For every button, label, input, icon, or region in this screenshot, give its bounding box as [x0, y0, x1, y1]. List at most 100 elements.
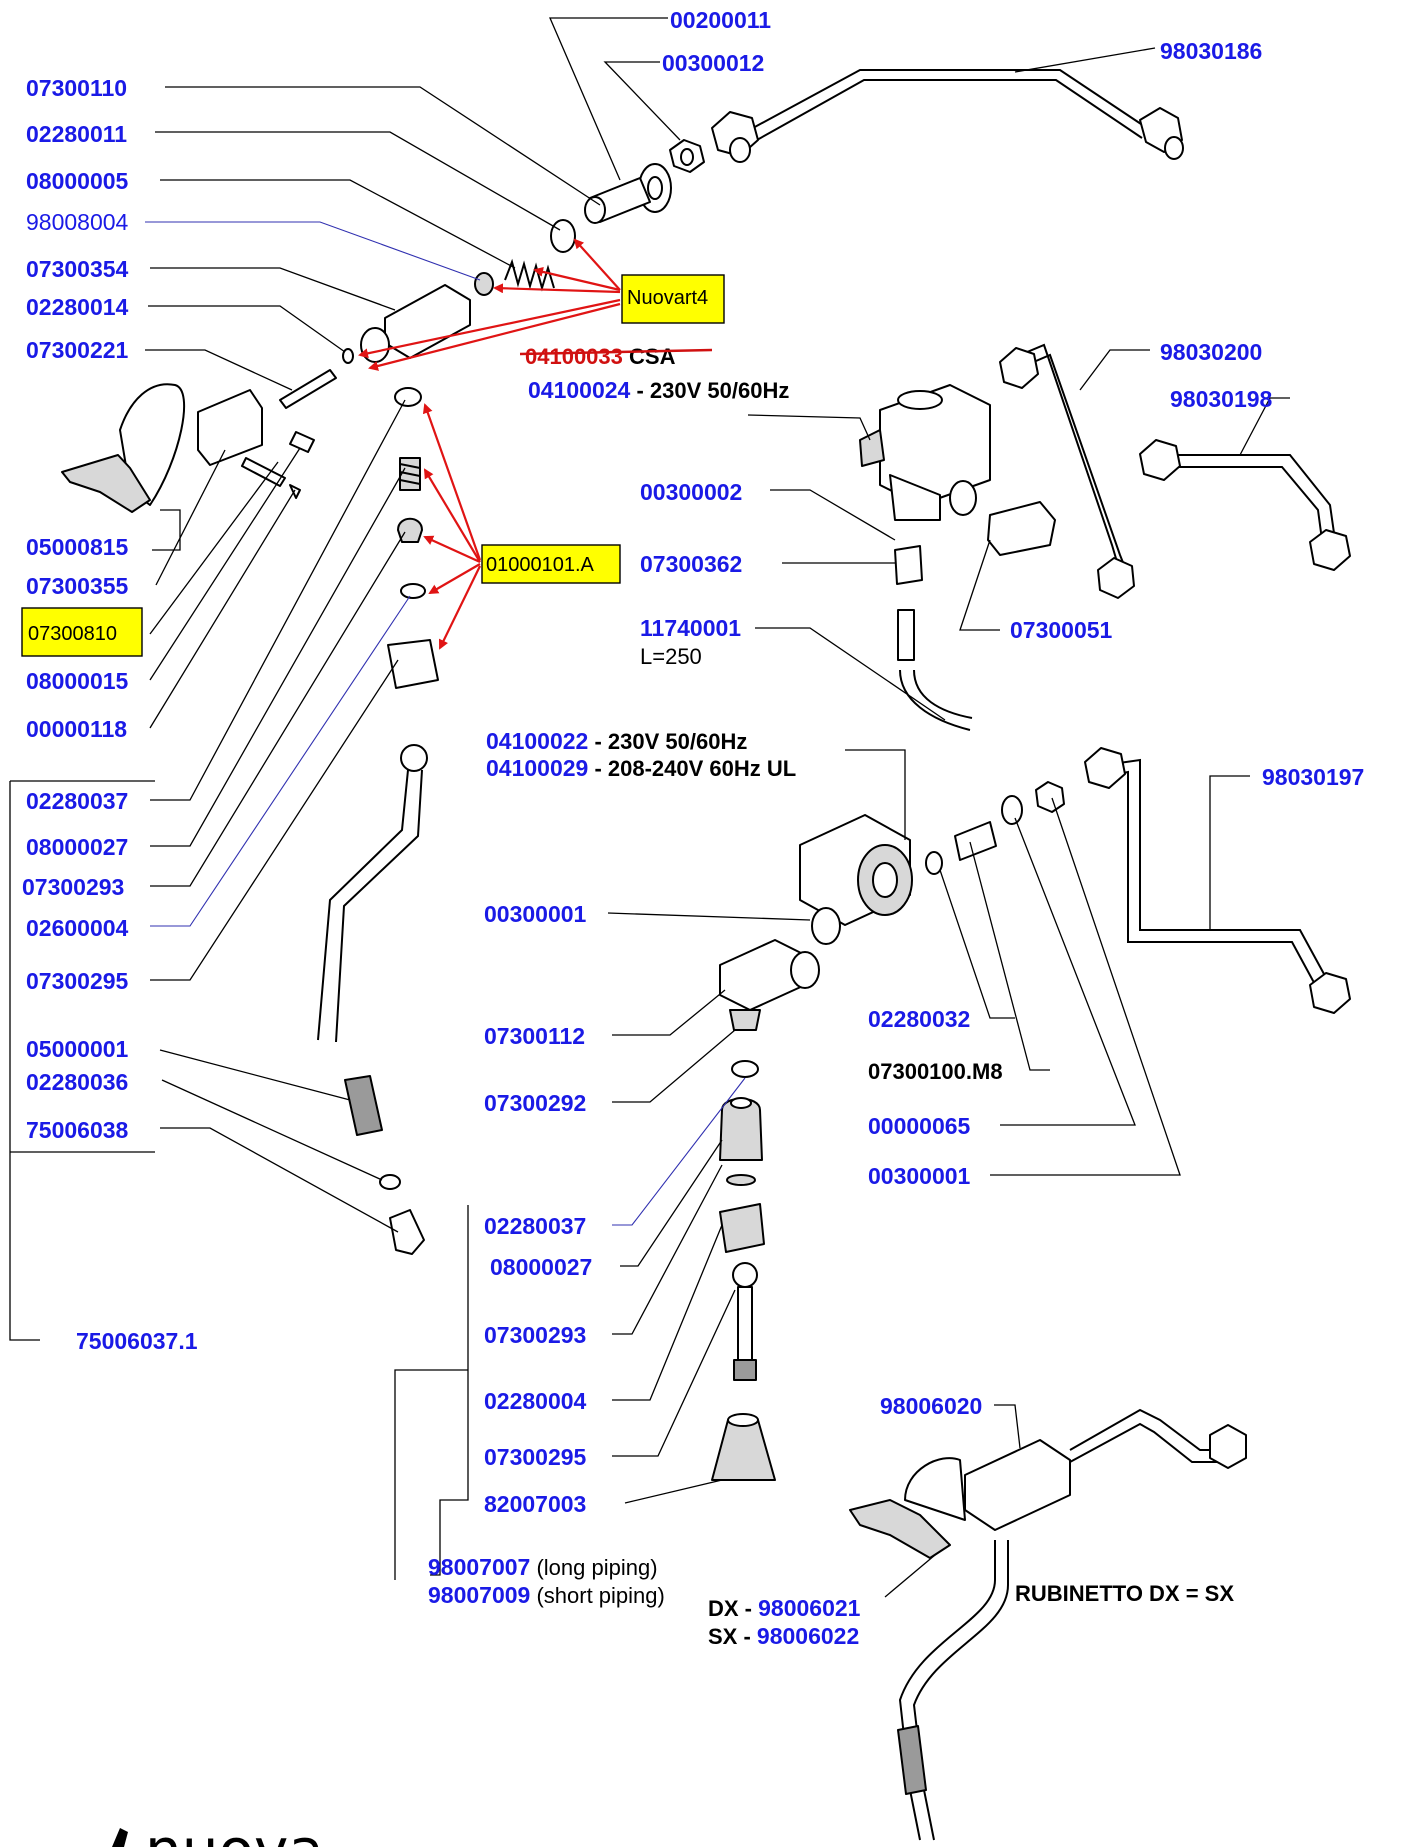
pipe-nut-left [711, 111, 759, 163]
label-02280014: 02280014 [26, 294, 129, 320]
label-07300100-m8: 07300100.M8 [868, 1059, 1003, 1084]
label-00000118: 00000118 [26, 716, 127, 742]
nut-00300001-b [1035, 781, 1065, 813]
callout-kit-label: 01000101.A [486, 554, 595, 576]
label-08000027-a: 08000027 [26, 834, 128, 860]
label-02280037-b: 02280037 [484, 1213, 586, 1239]
label-07300293-b: 07300293 [484, 1322, 586, 1348]
seat-07300112 [729, 1009, 761, 1031]
label-98007007: 98007007 [428, 1554, 530, 1580]
steam-valve-group-top [61, 69, 1184, 513]
label-98007009-note: (short piping) [530, 1583, 665, 1608]
steam-wand-left [317, 387, 439, 1255]
label-98007007-note: (long piping) [530, 1555, 657, 1580]
label-98006021: 98006021 [758, 1595, 861, 1621]
label-08000027-b: 08000027 [490, 1254, 592, 1280]
label-98007009: 98007009 [428, 1582, 530, 1608]
label-11740001-length: L=250 [640, 644, 702, 669]
label-dx-prefix: DX - [708, 1596, 758, 1621]
label-02280011: 02280011 [26, 121, 127, 147]
part-labels: 00200011 00300012 98030186 07300110 0228… [22, 7, 1364, 1649]
svg-text:04100024 - 230V 50/60Hz: 04100024 - 230V 50/60Hz [528, 377, 789, 403]
label-00300002: 00300002 [640, 479, 742, 505]
lever-handle-05000815 [61, 383, 186, 513]
label-05000815: 05000815 [26, 534, 129, 560]
label-rubinetto: RUBINETTO DX = SX [1015, 1581, 1234, 1606]
leader-lines [9, 17, 1290, 1598]
svg-text:04100029 - 208-240V 60Hz UL: 04100029 - 208-240V 60Hz UL [486, 755, 796, 781]
label-07300362: 07300362 [640, 551, 742, 577]
label-08000005: 08000005 [26, 168, 129, 194]
logo-mark-icon [112, 1828, 128, 1847]
label-05000001: 05000001 [26, 1036, 129, 1062]
tip-82007003 [711, 1419, 776, 1481]
label-00300001-a: 00300001 [484, 901, 587, 927]
oring-02280032 [925, 851, 943, 875]
label-08000015: 08000015 [26, 668, 129, 694]
oring-02280011 [550, 219, 576, 253]
tube-11740001 [897, 609, 915, 661]
svg-text:04100022 - 230V 50/60Hz: 04100022 - 230V 50/60Hz [486, 728, 747, 754]
label-00300001-b: 00300001 [868, 1163, 971, 1189]
label-04100033-suffix: CSA [623, 344, 676, 369]
label-02280004: 02280004 [484, 1388, 587, 1414]
label-07300292: 07300292 [484, 1090, 586, 1116]
label-04100022: 04100022 [486, 728, 588, 754]
oring-02280014 [342, 348, 354, 364]
washer-00000065 [1001, 795, 1023, 825]
solenoid-group-middle [711, 747, 1351, 1481]
label-07300221: 07300221 [26, 337, 129, 363]
label-04100033-struck: 04100033 CSA [519, 344, 713, 369]
label-00200011: 00200011 [670, 7, 771, 33]
pin-00000118 [289, 484, 301, 499]
label-98030186: 98030186 [1160, 38, 1262, 64]
nut-07300295-top [387, 639, 439, 689]
callout-kit: 01000101.A [481, 544, 621, 584]
steam-tap-assembly [849, 1408, 1247, 1841]
pin-08000015 [289, 431, 315, 453]
oring-02280037-top [394, 387, 422, 407]
svg-text:SX - 98006022: SX - 98006022 [708, 1623, 859, 1649]
tip-05000001 [344, 1075, 383, 1136]
tip-75006038 [389, 1209, 425, 1255]
pin-07300810 [241, 457, 286, 487]
label-07300810: 07300810 [28, 623, 117, 645]
spring-08000005 [504, 258, 555, 292]
svg-text:98007007 (long piping): 98007007 (long piping) [428, 1554, 658, 1580]
callout-07300810: 07300810 [21, 607, 143, 657]
label-07300295-b: 07300295 [484, 1444, 587, 1470]
brand-logo: nuova [112, 1816, 324, 1847]
label-07300051: 07300051 [1010, 617, 1113, 643]
pipe-98030198 [1160, 454, 1336, 541]
ball-02280004 [732, 1262, 758, 1288]
label-00000065: 00000065 [868, 1113, 971, 1139]
fitting-07300362 [894, 545, 923, 585]
nut-00300002 [949, 480, 977, 516]
svg-text:04100033 CSA: 04100033 CSA [525, 344, 676, 369]
label-82007003: 82007003 [484, 1491, 586, 1517]
solenoid-group-top [859, 343, 1351, 731]
label-98008004: 98008004 [26, 209, 129, 235]
pipe-98030197 [1104, 758, 1331, 986]
nut-00300001-a [811, 907, 841, 945]
label-04100033: 04100033 [525, 344, 623, 369]
label-07300112: 07300112 [484, 1023, 585, 1049]
label-02280036: 02280036 [26, 1069, 128, 1095]
insert-07300293-b [726, 1174, 756, 1186]
callout-nuovart4: Nuovart4 [621, 274, 725, 324]
label-98030200: 98030200 [1160, 339, 1262, 365]
pin-07300221 [279, 369, 337, 409]
label-04100029-suffix: - 208-240V 60Hz UL [588, 756, 796, 781]
plunger-98008004 [474, 272, 494, 296]
label-11740001: 11740001 [640, 615, 741, 641]
washer-02600004 [400, 583, 426, 599]
wand-tube [317, 769, 409, 1041]
bracket-07300355 [197, 389, 263, 466]
label-75006037-1: 75006037.1 [76, 1328, 198, 1354]
svg-text:DX - 98006021: DX - 98006021 [708, 1595, 861, 1621]
label-98006020: 98006020 [880, 1393, 982, 1419]
nut-07300295-b [719, 1203, 765, 1253]
callout-nuovart4-label: Nuovart4 [627, 287, 708, 309]
label-02280032: 02280032 [868, 1006, 970, 1032]
